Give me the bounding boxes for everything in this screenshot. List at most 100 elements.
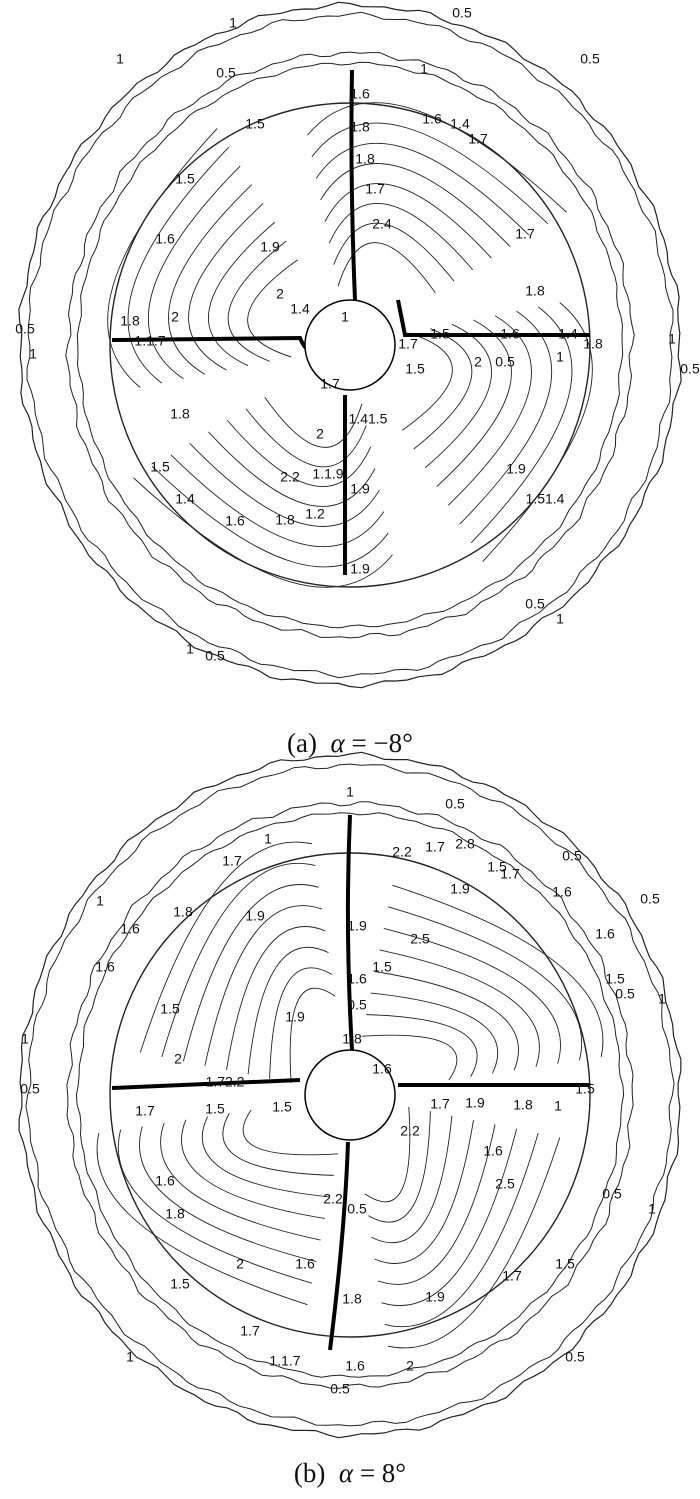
contour-label: 2.5 bbox=[495, 1176, 515, 1192]
contour-label: 1.6 bbox=[120, 921, 140, 937]
contour-label: 1.5 bbox=[430, 326, 450, 342]
interior-contour bbox=[107, 128, 218, 388]
contour-label: 1.9 bbox=[260, 239, 280, 255]
blade bbox=[111, 1078, 301, 1090]
interior-contour bbox=[242, 1109, 339, 1156]
caption-a-prefix: (a) bbox=[287, 728, 317, 758]
contour-label: 1.9 bbox=[285, 1009, 305, 1025]
interior-contour bbox=[227, 240, 287, 362]
interior-contour bbox=[189, 442, 380, 527]
contour-label: 1.5 bbox=[575, 1081, 595, 1097]
contour-label: 1.4 bbox=[290, 301, 310, 317]
contour-label: 1.8 bbox=[342, 1031, 362, 1047]
contour-label: 2.2 bbox=[392, 844, 412, 860]
contour-label: 1.8 bbox=[170, 406, 190, 422]
interior-contour bbox=[459, 310, 552, 525]
contour-label: 0.5 bbox=[347, 1201, 367, 1217]
contour-0.5 bbox=[66, 801, 634, 1389]
contour-label: 1.8 bbox=[342, 1291, 362, 1307]
contour-label: 1.8 bbox=[120, 313, 140, 329]
blade bbox=[345, 814, 354, 1051]
caption-b-symbol: α bbox=[338, 1458, 354, 1488]
interior-contour bbox=[381, 1128, 518, 1306]
contour-label: 1.1.9 bbox=[312, 466, 343, 482]
contour-label: 0.5 bbox=[615, 986, 635, 1002]
contour-label: 0.5 bbox=[640, 891, 660, 907]
contour-label: 1.6 bbox=[95, 959, 115, 975]
caption-b: (b) α = 8° bbox=[0, 1458, 700, 1489]
contour-label: 1.4 bbox=[175, 491, 195, 507]
contour-label: 2.4 bbox=[372, 216, 392, 232]
contour-label: 1.7 bbox=[502, 1268, 522, 1284]
interior-contour bbox=[182, 884, 319, 1062]
interior-contour bbox=[379, 949, 540, 1068]
contour-label: 1 bbox=[186, 641, 194, 657]
contour-label: 1.5 bbox=[555, 1256, 575, 1272]
contour-label: 1.2 bbox=[305, 506, 325, 522]
contour-label: 2 bbox=[406, 1358, 414, 1374]
contour-label: 1.5 bbox=[405, 361, 425, 377]
interior-contour bbox=[377, 1124, 496, 1285]
contour-label: 1.7 bbox=[430, 1096, 450, 1112]
contour-label: 1.4 bbox=[558, 326, 578, 342]
contour-label: 2 bbox=[171, 309, 179, 325]
contour-label: 1.8 bbox=[165, 1206, 185, 1222]
blade bbox=[328, 1141, 350, 1351]
contour-label: 0.5 bbox=[495, 354, 515, 370]
contour-label: 1 bbox=[341, 309, 349, 325]
contour-label: 1.7 bbox=[320, 376, 340, 392]
contour-label: 1.8 bbox=[355, 151, 375, 167]
contour-label: 1 bbox=[264, 831, 272, 847]
contour-label: 1.4 bbox=[450, 116, 470, 132]
contour-label: 1.6 bbox=[483, 1143, 503, 1159]
contour-label: 1 bbox=[554, 1098, 562, 1114]
contour-label: 2.5 bbox=[410, 931, 430, 947]
interior-contour bbox=[402, 332, 453, 431]
contour-label: 1.9 bbox=[350, 481, 370, 497]
interior-contour bbox=[388, 906, 583, 1061]
outer-contour bbox=[25, 763, 675, 1427]
interior-contour bbox=[222, 1113, 334, 1176]
interior-contour bbox=[370, 992, 499, 1074]
contour-label: 1.6 bbox=[500, 326, 520, 342]
contour-label: 1.8 bbox=[275, 512, 295, 528]
contour-label: 1.7 bbox=[222, 853, 242, 869]
interior-contour bbox=[436, 319, 512, 487]
contour-label: 2 bbox=[236, 1256, 244, 1272]
interior-contour bbox=[311, 122, 549, 225]
contour-label: 1.7 bbox=[468, 131, 488, 147]
contour-1 bbox=[75, 812, 625, 1378]
interior-contour bbox=[151, 465, 389, 568]
contour-label: 1 bbox=[556, 349, 564, 365]
contour-label: 1.41.5 bbox=[349, 411, 388, 427]
contour-label: 0.5 bbox=[452, 5, 472, 21]
contour-label: 1.6 bbox=[295, 1256, 315, 1272]
contour-label: 1.6 bbox=[225, 513, 245, 529]
interior-contour bbox=[361, 1034, 458, 1081]
contour-label: 1.5 bbox=[170, 1276, 190, 1292]
outer-contour bbox=[26, 11, 674, 679]
interior-contour bbox=[247, 259, 298, 358]
contour-label: 1.7 bbox=[398, 336, 418, 352]
outer-contour bbox=[18, 751, 682, 1439]
caption-b-value: = 8° bbox=[359, 1458, 407, 1488]
interior-contour bbox=[139, 1126, 317, 1263]
hub bbox=[304, 299, 396, 391]
contour-label: 1.6 bbox=[422, 111, 442, 127]
interior-contour bbox=[226, 926, 326, 1071]
contour-label: 1.5 bbox=[272, 1099, 292, 1115]
caption-a-symbol: α bbox=[330, 728, 345, 758]
interior-contour bbox=[264, 397, 363, 448]
contour-label: 0.5 bbox=[602, 1186, 622, 1202]
contour-label: 1 bbox=[126, 1349, 134, 1365]
contour-label: 0.5 bbox=[565, 1349, 585, 1365]
contour-label: 1.5 bbox=[245, 116, 265, 132]
contour-label: 1.72.2 bbox=[206, 1074, 245, 1090]
contour-label: 0.5 bbox=[525, 596, 545, 612]
contour-label: 1.6 bbox=[552, 884, 572, 900]
contour-label: 1.5 bbox=[605, 971, 625, 987]
contour-label: 1.7 bbox=[135, 1103, 155, 1119]
contour-1 bbox=[76, 61, 624, 629]
contour-label: 1.6 bbox=[595, 926, 615, 942]
